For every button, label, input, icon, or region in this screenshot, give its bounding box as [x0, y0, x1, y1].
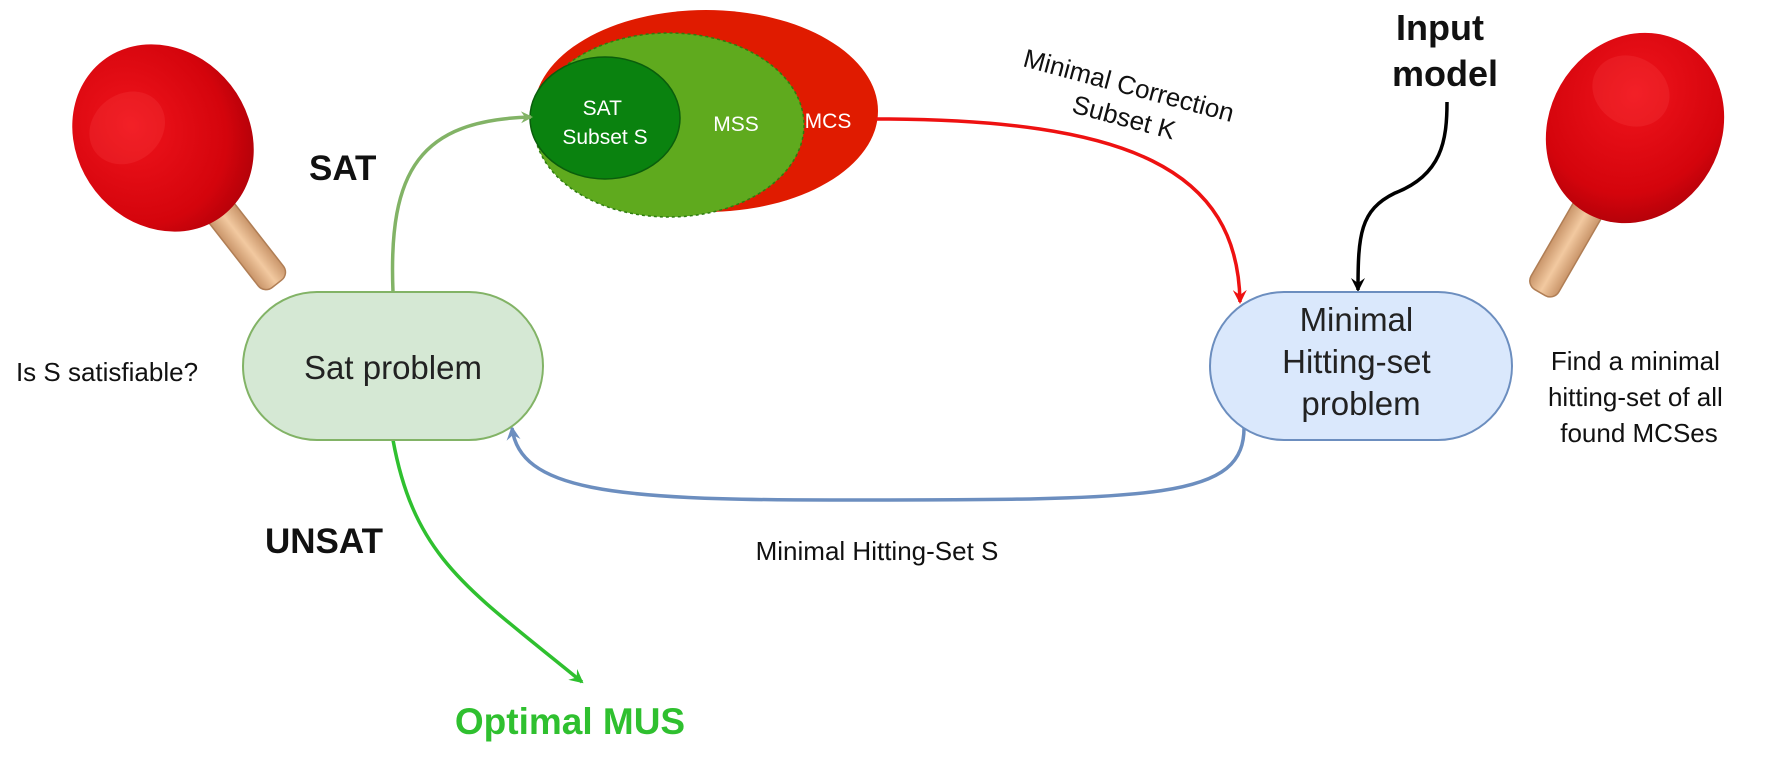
- arrow-hitting-set-to-sat: [506, 424, 1246, 502]
- right-note-text: Find a minimal hitting-set of all found …: [1548, 346, 1730, 448]
- venn-sat-subset-label: SAT Subset S: [562, 97, 647, 149]
- input-model-label: Input model: [1392, 7, 1498, 94]
- arrow-unsat: [391, 439, 584, 684]
- hitting-set-label: Minimal Hitting-set problem: [1282, 301, 1440, 422]
- arrow-input-model: [1351, 101, 1449, 292]
- hitting-set-problem-node: Minimal Hitting-set problem: [1209, 291, 1513, 441]
- arrow-mcs-to-hitting-set: [875, 117, 1247, 304]
- unsat-edge-label: UNSAT: [265, 522, 383, 561]
- venn-mcs-label: MCS: [805, 110, 852, 133]
- subset-venn-diagram: SAT Subset S MSS MCS: [529, 10, 878, 218]
- sat-edge-label: SAT: [309, 149, 376, 188]
- sat-problem-label: Sat problem: [304, 349, 482, 386]
- venn-mss-label: MSS: [713, 113, 759, 136]
- optimal-mus-result: Optimal MUS: [455, 701, 685, 742]
- hitting-set-edge-label: Minimal Hitting-Set S: [756, 536, 999, 566]
- left-question-text: Is S satisfiable?: [16, 357, 198, 387]
- mcs-edge-label: Minimal Correction Subset K: [1012, 43, 1244, 161]
- ping-pong-paddle-icon: [1529, 32, 1725, 298]
- arrow-sat: [390, 111, 533, 293]
- ping-pong-paddle-icon: [72, 44, 287, 291]
- sat-problem-node: Sat problem: [242, 291, 544, 441]
